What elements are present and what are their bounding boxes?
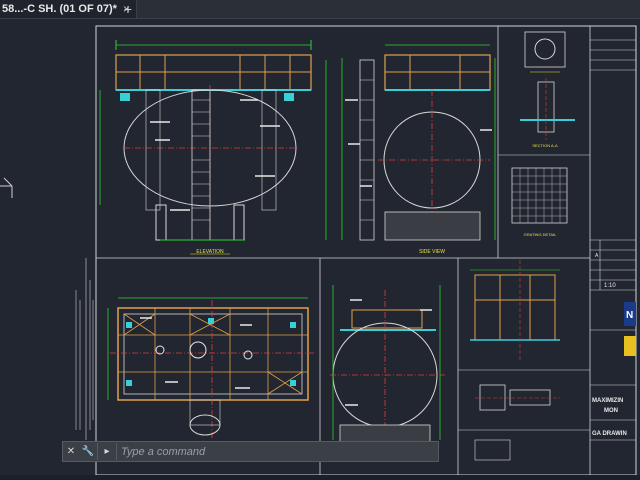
front-elevation: ELEVATION	[99, 40, 327, 255]
command-input[interactable]: Type a command	[121, 445, 206, 458]
command-prompt-icon[interactable]: ▸	[98, 443, 117, 460]
plan-view	[107, 297, 315, 440]
section-view	[330, 285, 445, 446]
wrench-icon[interactable]: 🔧	[79, 443, 98, 460]
detail-platform-bracket	[470, 260, 560, 360]
grating-label: GRATING DETAIL	[524, 232, 558, 237]
command-line[interactable]: ✕ 🔧 ▸ Type a command	[62, 441, 439, 462]
drawing-title: GA DRAWIN	[592, 431, 627, 437]
document-tab[interactable]: 58...-C SH. (01 OF 07)* ×	[0, 0, 137, 18]
close-icon[interactable]: ×	[122, 2, 130, 16]
document-tab-title: 58...-C SH. (01 OF 07)*	[2, 3, 117, 15]
section-label: SECTION A-A	[532, 143, 558, 148]
ucs-icon	[0, 177, 13, 198]
scale-value: 1:10	[604, 283, 616, 289]
client-logo	[624, 336, 636, 356]
support-leg-right	[233, 204, 245, 241]
front-view-label: ELEVATION	[196, 249, 224, 255]
project-title-line-1: MAXIMIZIN	[592, 398, 623, 404]
rev-label: A	[595, 253, 599, 259]
drawing-canvas[interactable]: ELEVATION SI	[0, 19, 640, 476]
side-view-label: SIDE VIEW	[419, 249, 445, 255]
detail-manhole: SECTION A-A	[520, 31, 575, 148]
ladder	[191, 89, 211, 241]
cad-drawing: ELEVATION SI	[75, 25, 637, 476]
side-ladder	[359, 59, 375, 241]
document-tab-bar: 58...-C SH. (01 OF 07)* × +	[0, 0, 640, 19]
side-elevation: SIDE VIEW	[341, 44, 496, 255]
project-title-line-2: MON	[604, 408, 618, 414]
new-tab-button[interactable]: +	[123, 1, 133, 17]
detail-grating: GRATING DETAIL	[511, 167, 568, 237]
title-block	[590, 39, 636, 441]
side-foundation	[384, 211, 481, 241]
detail-clip	[474, 384, 560, 461]
notes-text	[75, 280, 94, 430]
close-icon[interactable]: ✕	[66, 446, 76, 457]
company-logo	[624, 302, 636, 326]
sheet-border	[95, 25, 637, 476]
company-logo-letter: N	[626, 310, 633, 321]
